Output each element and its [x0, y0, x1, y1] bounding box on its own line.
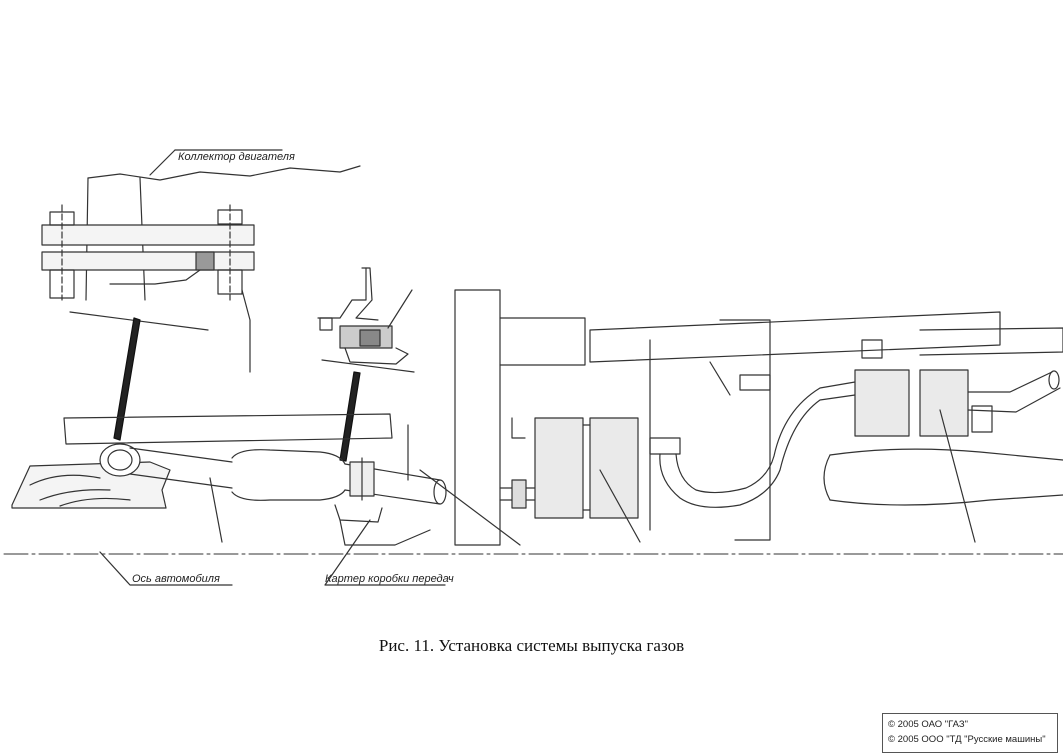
manifold-flange-detail [41, 149, 361, 373]
rear-muffler [854, 339, 1061, 437]
front-pipe [129, 447, 447, 546]
axis-label: Ось автомобиля [132, 573, 220, 585]
copyright-line-2: © 2005 ООО "ТД "Русские машины" [888, 734, 1046, 745]
figure-caption: Рис. 11. Установка системы выпуска газов [378, 636, 685, 655]
copyright-line-1: © 2005 ОАО "ГАЗ" [888, 719, 968, 730]
gearbox-label: Картер коробки передач [325, 573, 454, 585]
copyright-box: © 2005 ОАО "ГАЗ" © 2005 ООО "ТД "Русские… [882, 713, 1058, 753]
label-leaders [99, 409, 976, 586]
manifold-label: Коллектор двигателя [178, 151, 295, 163]
main-muffler [499, 381, 856, 519]
mount-bracket-detail [317, 267, 415, 373]
chassis-frame [63, 289, 1063, 546]
